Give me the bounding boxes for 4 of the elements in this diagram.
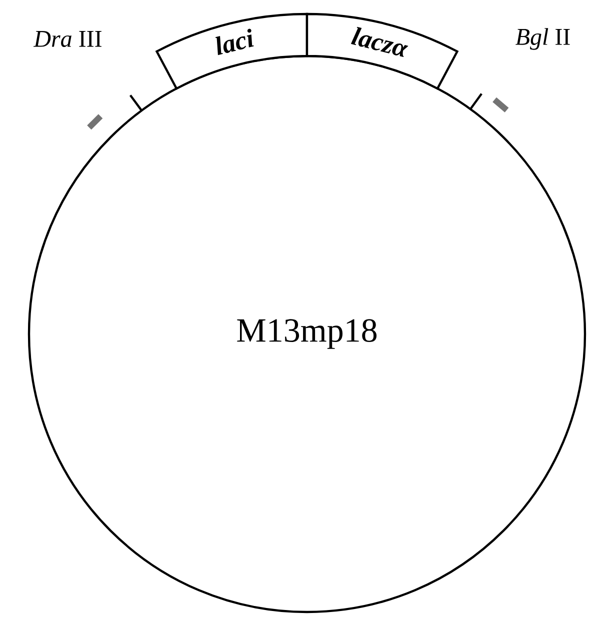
gene-segment: laczα xyxy=(306,12,458,90)
site-label: Dra III xyxy=(33,31,102,47)
gene-segment: laci xyxy=(156,12,308,90)
site-label: Bgl II xyxy=(516,28,570,50)
